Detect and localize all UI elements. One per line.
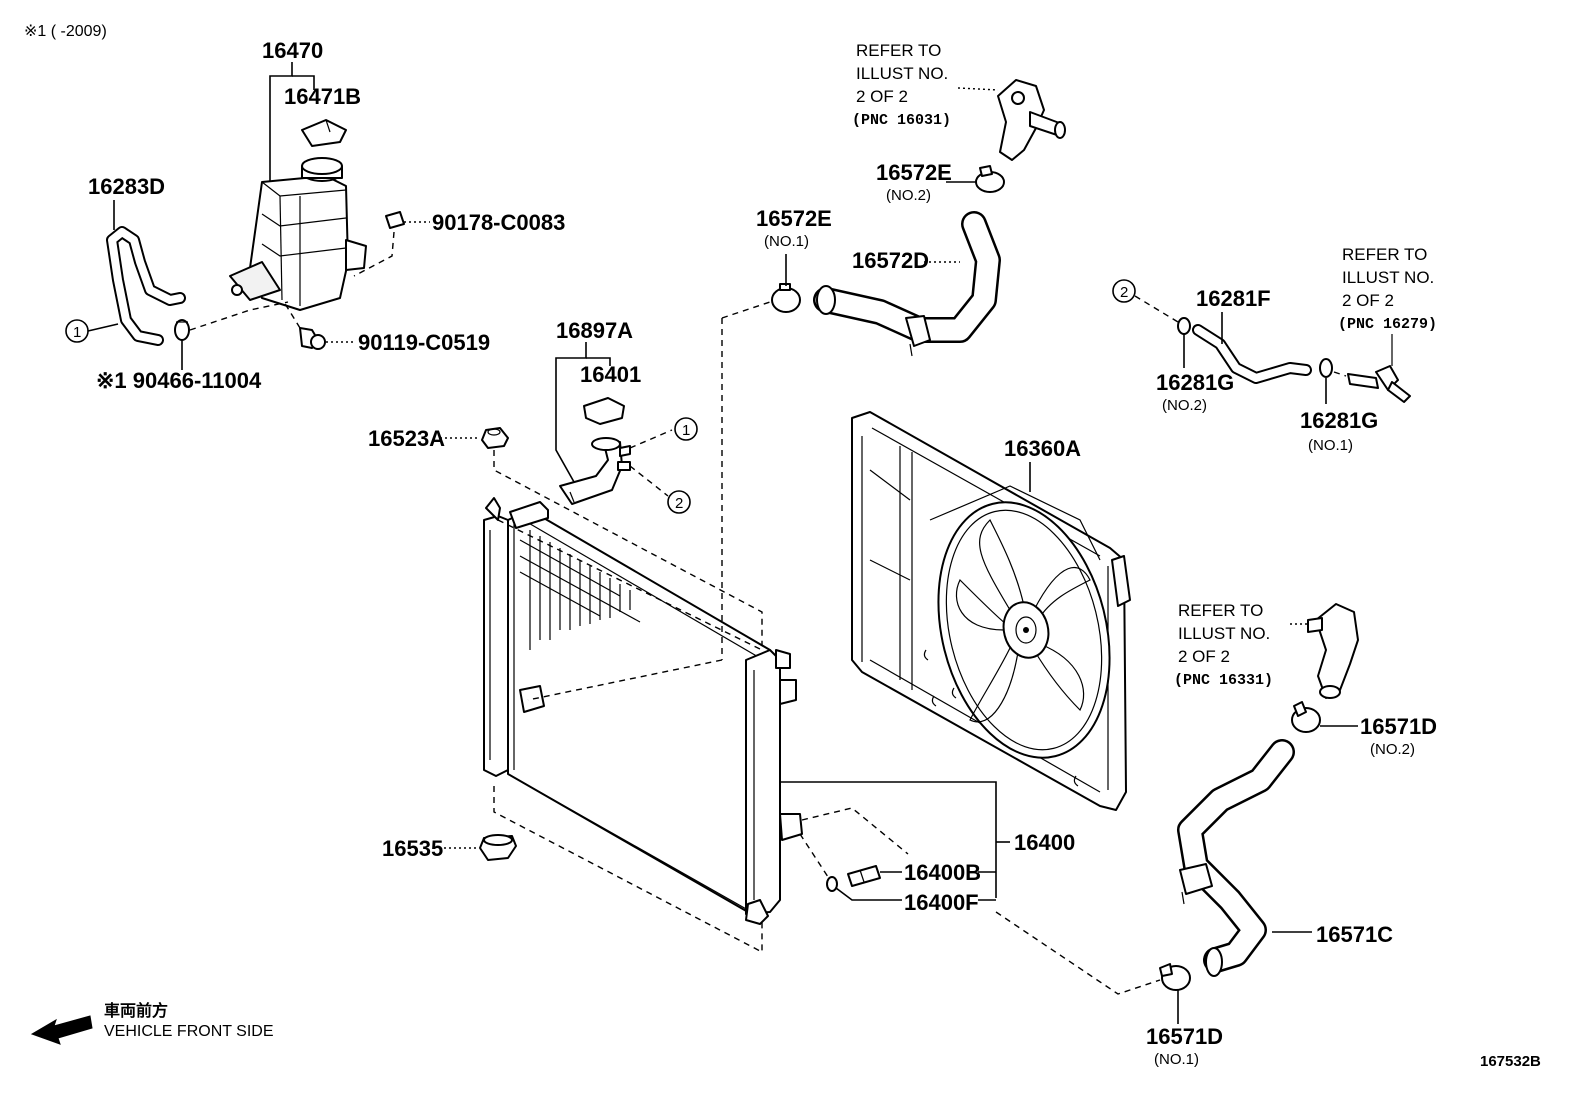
direction-en: VEHICLE FRONT SIDE: [104, 1023, 274, 1040]
part-16571D-no2-label: 16571D: [1360, 714, 1437, 739]
part-16571D-no2-sub: (NO.2): [1370, 741, 1415, 758]
part-16360A-label: 16360A: [1004, 436, 1081, 461]
inlet-ref-16331-drawing: [1307, 603, 1359, 699]
part-16572E-no2-sub: (NO.2): [886, 187, 931, 204]
reservoir-cap-drawing: [301, 119, 347, 147]
pipe-ref-16279-drawing: [1347, 334, 1411, 403]
part-16535-label: 16535: [382, 836, 443, 861]
clamp-16571D-no1-drawing: [1159, 963, 1191, 991]
part-16470-label: 16470: [262, 38, 323, 63]
ref2-line3: 2 OF 2: [1342, 291, 1394, 310]
part-16572E-no1-label: 16572E: [756, 206, 832, 231]
part-16281G-no1-sub: (NO.1): [1308, 437, 1353, 454]
clamp-16571D-no2-drawing: [1291, 701, 1321, 733]
callout-2-right-text: 2: [1120, 284, 1128, 301]
part-16471B-label: 16471B: [284, 84, 361, 109]
part-16523A-label: 16523A: [368, 426, 445, 451]
part-90119-label: 90119-C0519: [358, 330, 490, 355]
water-outlet-ref-drawing: [997, 79, 1066, 161]
hose-16281F-drawing: [1177, 317, 1333, 384]
mount-16523A-drawing: [481, 427, 509, 449]
radiator-cap-drawing: [583, 397, 625, 425]
part-16572E-no2-label: 16572E: [876, 160, 952, 185]
reservoir-tank-drawing: [229, 157, 367, 311]
illustration-id: 167532B: [1480, 1053, 1541, 1070]
clamp-16572E-no1-drawing: [771, 283, 801, 313]
part-16571D-no1-label: 16571D: [1146, 1024, 1223, 1049]
clamp-90466-drawing: [174, 319, 190, 341]
callout-2-filler: [667, 490, 691, 514]
part-16400-label: 16400: [1014, 830, 1075, 855]
ref1-line3: 2 OF 2: [856, 87, 908, 106]
part-16283D-label: 16283D: [88, 174, 165, 199]
header-note: ※1 ( -2009): [24, 23, 107, 40]
upper-hose-16572D-drawing: [813, 211, 1001, 357]
radiator-fins: [519, 530, 641, 650]
part-16572D-label: 16572D: [852, 248, 929, 273]
filler-neck-drawing: [559, 437, 631, 505]
hose-16283D-drawing: [106, 226, 186, 346]
clip-90178-drawing: [385, 211, 405, 229]
ref3-line3: 2 OF 2: [1178, 647, 1230, 666]
part-16281G-no2-sub: (NO.2): [1162, 397, 1207, 414]
part-16571D-no1-sub: (NO.1): [1154, 1051, 1199, 1068]
ref2-line2: ILLUST NO.: [1342, 268, 1434, 287]
part-90178-label: 90178-C0083: [432, 210, 565, 235]
ref3-line4: (PNC 16331): [1174, 672, 1273, 689]
part-16897A-label: 16897A: [556, 318, 633, 343]
callout-2-filler-text: 2: [675, 495, 683, 512]
part-16400B-label: 16400B: [904, 860, 981, 885]
radiator-drawing: [483, 497, 803, 925]
ref3-line2: ILLUST NO.: [1178, 624, 1270, 643]
mount-16535-drawing: [479, 834, 517, 861]
part-16281F-label: 16281F: [1196, 286, 1271, 311]
part-16571C-label: 16571C: [1316, 922, 1393, 947]
part-16401-label: 16401: [580, 362, 641, 387]
ref1-line2: ILLUST NO.: [856, 64, 948, 83]
part-16281G-no2-label: 16281G: [1156, 370, 1234, 395]
clamp-16572E-no2-drawing: [975, 165, 1005, 193]
lower-hose-16571C-drawing: [1177, 739, 1295, 977]
callout-2-right: [1112, 279, 1136, 303]
front-arrow-icon: [30, 1015, 93, 1045]
callout-1-filler: [674, 417, 698, 441]
direction-jp: 車両前方: [104, 1001, 168, 1020]
ref1-line1: REFER TO: [856, 41, 941, 60]
callout-1-left-text: 1: [73, 324, 81, 341]
o-ring-16400F-drawing: [826, 876, 838, 892]
ref2-line1: REFER TO: [1342, 245, 1427, 264]
ref2-line4: (PNC 16279): [1338, 316, 1437, 333]
part-16572E-no1-sub: (NO.1): [764, 233, 809, 250]
part-16281G-no1-label: 16281G: [1300, 408, 1378, 433]
drain-cock-16400B-drawing: [847, 865, 881, 887]
ref1-line4: (PNC 16031): [852, 112, 951, 129]
bolt-90119-drawing: [299, 327, 326, 350]
callout-1-filler-text: 1: [682, 422, 690, 439]
part-16400F-label: 16400F: [904, 890, 979, 915]
ref3-line1: REFER TO: [1178, 601, 1263, 620]
part-90466-label: ※1 90466-11004: [96, 368, 262, 393]
fan-shroud-drawing: [851, 411, 1131, 811]
